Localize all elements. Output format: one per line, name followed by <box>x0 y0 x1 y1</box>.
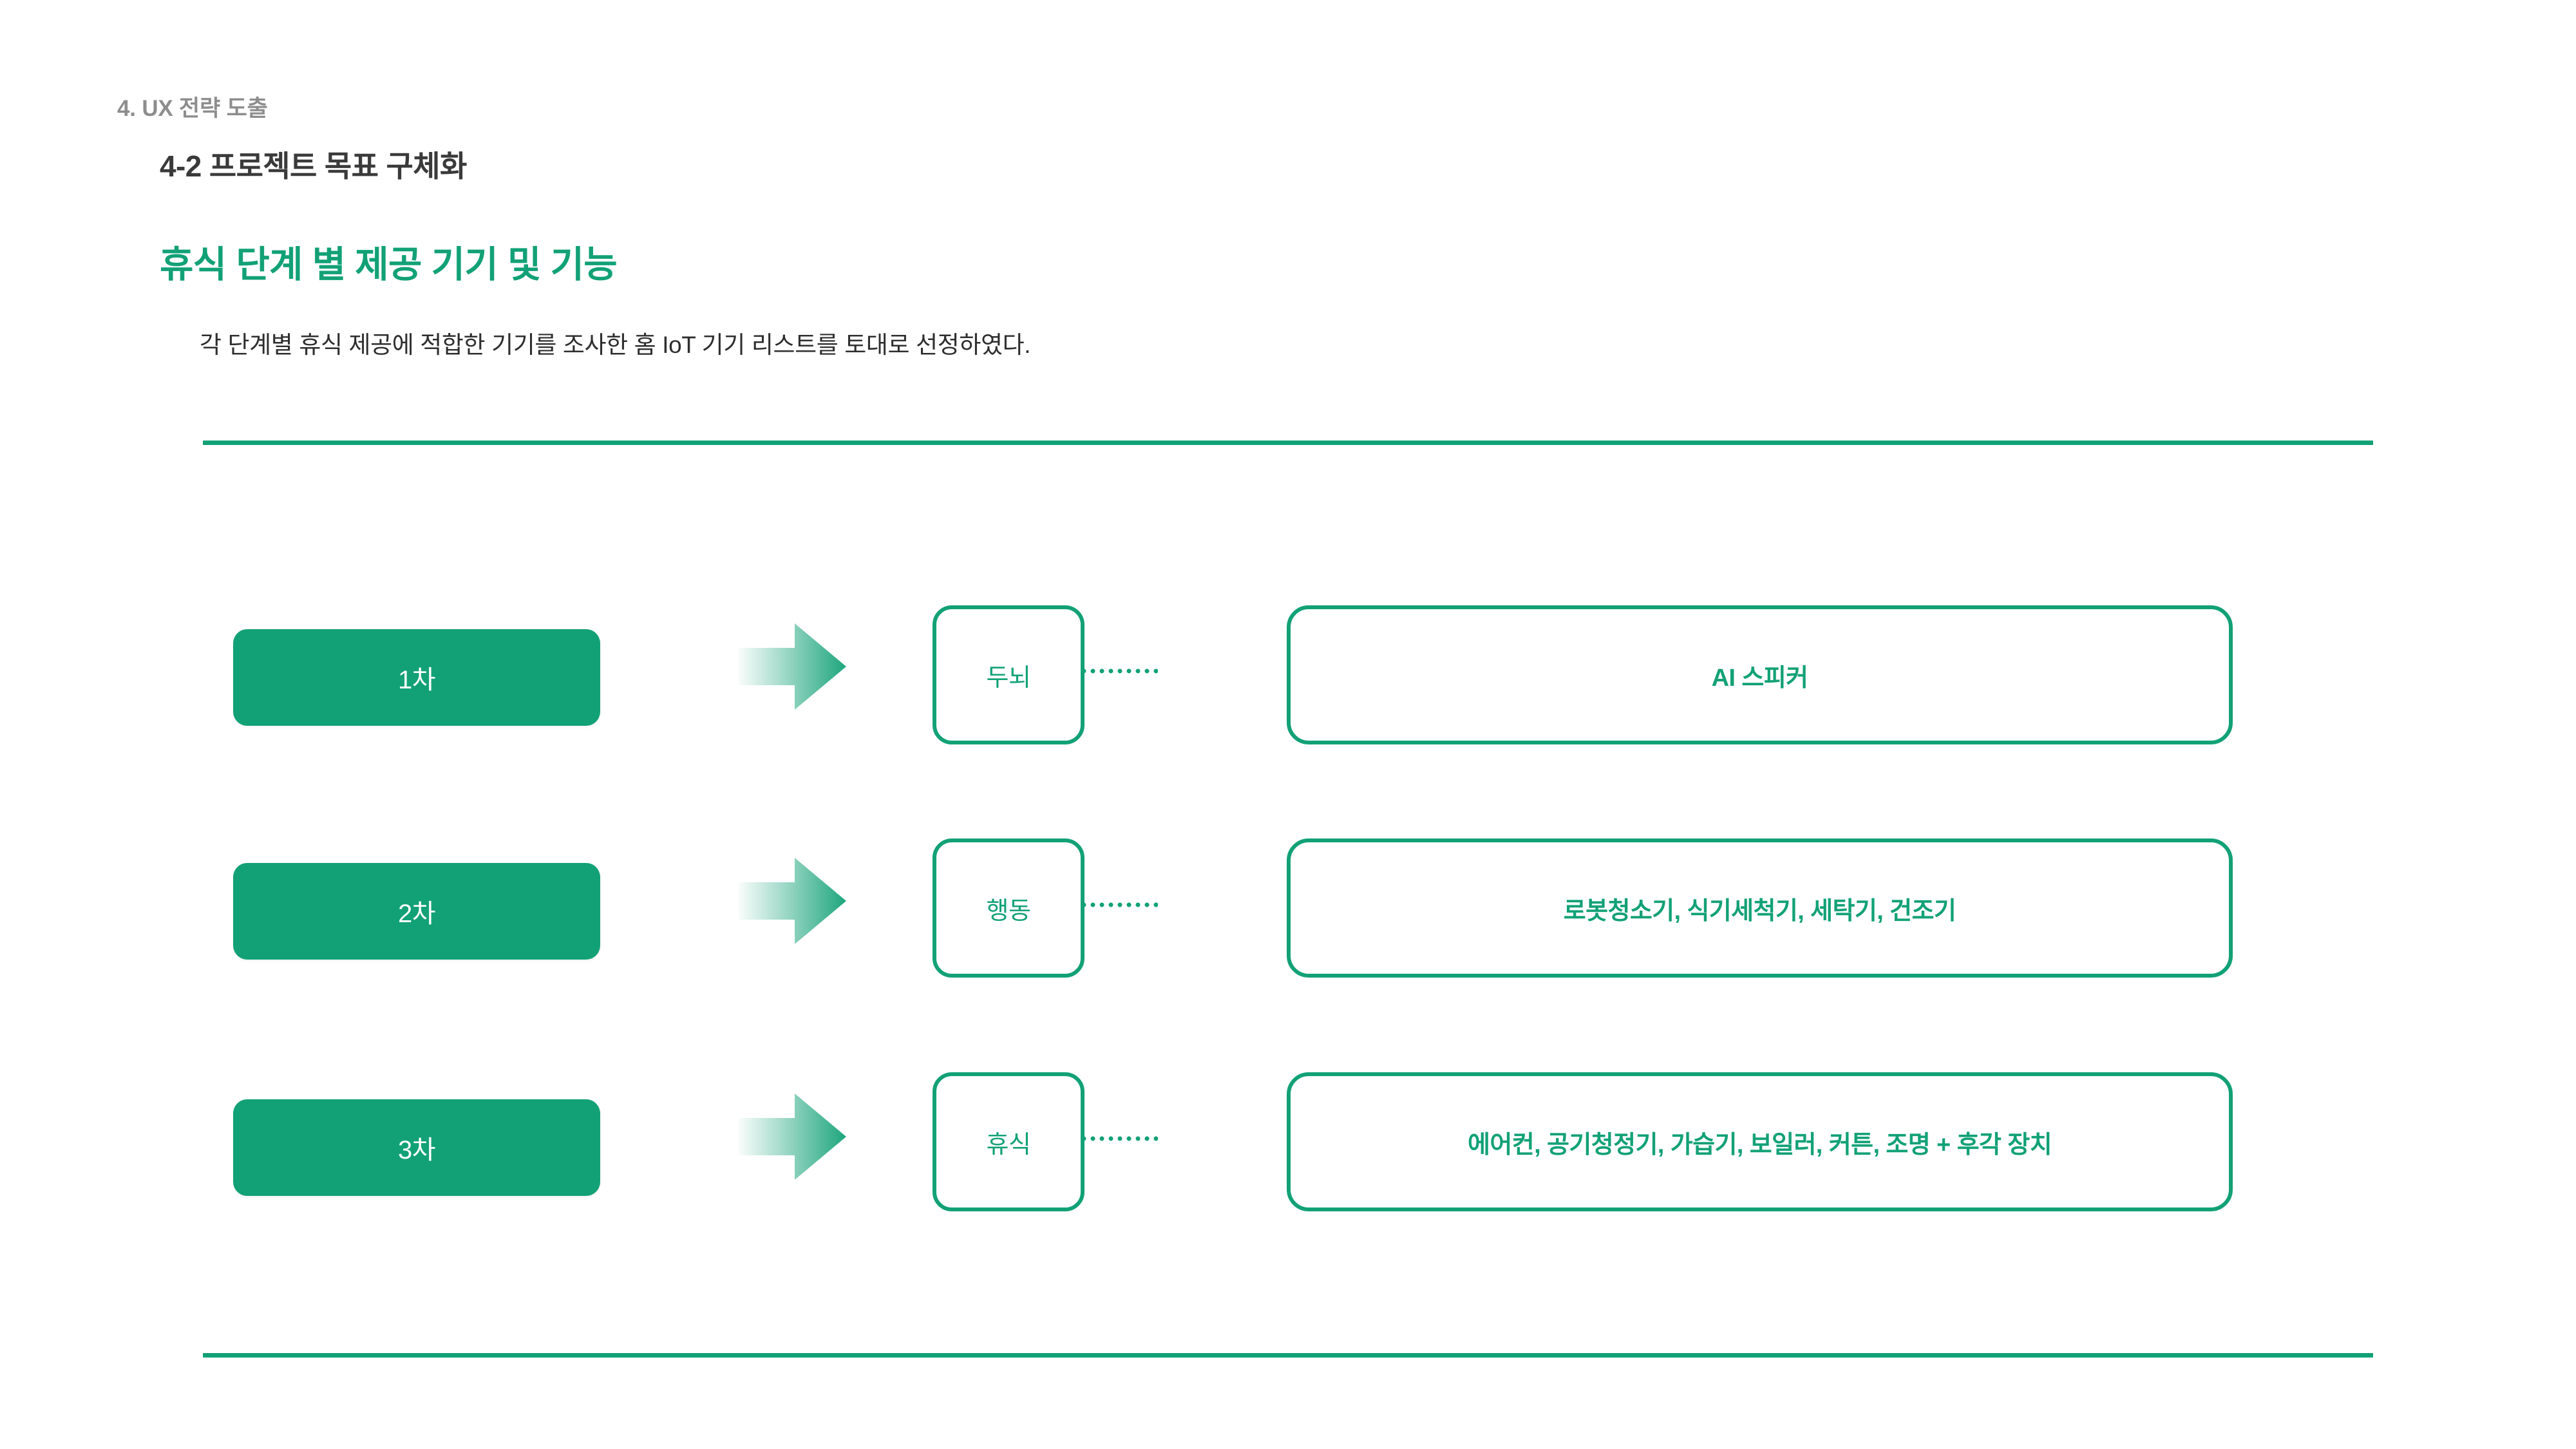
divider-top <box>203 440 2373 445</box>
page-title: 휴식 단계 별 제공 기기 및 기능 <box>160 244 618 285</box>
device-list-box[interactable]: AI 스피커 <box>1287 605 2233 744</box>
stage-category-box[interactable]: 행동 <box>933 838 1084 978</box>
flow-row: 3차 휴식 에어컨, 공기 <box>0 1059 2576 1253</box>
divider-bottom <box>203 1353 2373 1358</box>
dotted-connector-icon <box>1079 1135 1158 1142</box>
stage-category-label: 휴식 <box>986 1131 1031 1159</box>
stage-pill-label: 3차 <box>397 1136 436 1164</box>
device-list-box[interactable]: 에어컨, 공기청정기, 가습기, 보일러, 커튼, 조명 + 후각 장치 <box>1287 1072 2233 1211</box>
stage-category-label: 두뇌 <box>986 664 1031 692</box>
flow-row: 1차 두뇌 AI 스피커 <box>0 583 2576 776</box>
right-block-arrow-icon <box>738 618 846 715</box>
stage-category-box[interactable]: 두뇌 <box>933 605 1084 744</box>
dotted-connector-icon <box>1079 668 1158 674</box>
section-eyebrow: 4. UX 전략 도출 <box>117 96 268 121</box>
flow-row: 2차 행동 로봇청소기, <box>0 819 2576 1012</box>
stage-category-box[interactable]: 휴식 <box>933 1072 1084 1211</box>
stage-category-label: 행동 <box>986 897 1031 925</box>
right-block-arrow-icon <box>738 1088 846 1185</box>
stage-pill-label: 2차 <box>397 900 436 928</box>
stage-pill[interactable]: 3차 <box>233 1099 600 1196</box>
device-list-label: 로봇청소기, 식기세척기, 세탁기, 건조기 <box>1563 897 1956 925</box>
dotted-connector-icon <box>1079 902 1158 908</box>
page-description: 각 단계별 휴식 제공에 적합한 기기를 조사한 홈 IoT 기기 리스트를 토… <box>200 332 1031 358</box>
stage-pill-label: 1차 <box>397 666 436 694</box>
device-list-label: 에어컨, 공기청정기, 가습기, 보일러, 커튼, 조명 + 후각 장치 <box>1468 1131 2052 1159</box>
right-block-arrow-icon <box>738 853 846 949</box>
device-list-box[interactable]: 로봇청소기, 식기세척기, 세탁기, 건조기 <box>1287 838 2233 978</box>
section-subtitle: 4-2 프로젝트 목표 구체화 <box>160 149 467 183</box>
stage-pill[interactable]: 1차 <box>233 629 600 726</box>
stage-pill[interactable]: 2차 <box>233 863 600 960</box>
device-list-label: AI 스피커 <box>1711 664 1808 692</box>
